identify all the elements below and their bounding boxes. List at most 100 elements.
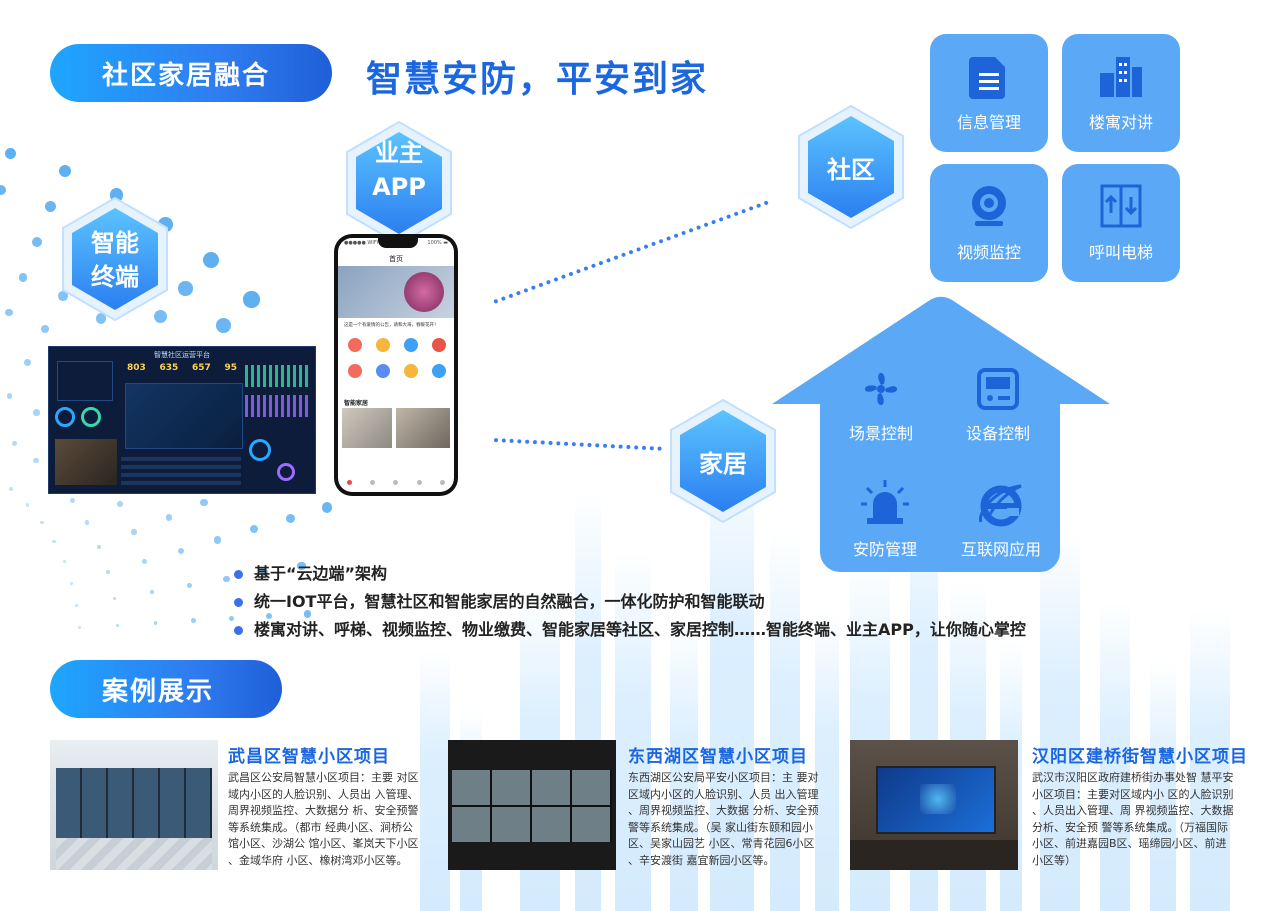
bullet-item: 统一IOT平台，智慧社区和智能家居的自然融合，一体化防护和智能联动 [232,588,1026,616]
halftone-dot [165,513,173,521]
bullet-item: 基于“云边端”架构 [232,560,1026,588]
case-title: 汉阳区建桥街智慧小区项目 [1032,747,1248,767]
halftone-dot [191,618,196,624]
phone-app-icon [348,364,362,378]
case-image [850,740,1018,870]
phone-home-image [342,408,392,448]
dashboard-stat: 635 [159,363,179,373]
halftone-dot [260,568,268,576]
home-item-scene-control[interactable]: 场景控制 [816,366,946,444]
phone-banner-caption: 这是一个有爱情的公告，请和大海，春暖花开！ [344,323,439,328]
case-desc-line: 、人员出入管理、周 界视频监控、大数据 [1032,804,1234,817]
halftone-dot [40,520,44,525]
tile-video-surveillance[interactable]: 视频监控 [930,164,1048,282]
halftone-dot [33,457,39,464]
phone-app-icon [432,364,446,378]
halftone-dot [153,621,158,626]
halftone-dot [58,164,71,178]
hex-label: 家居 [699,450,747,478]
tile-call-elevator[interactable]: 呼叫电梯 [1062,164,1180,282]
phone-app-icon [348,338,362,352]
halftone-dot [297,561,306,570]
halftone-dot [33,409,40,416]
case-desc-line: 小区项目：主要对区域内小 区的人脸识别 [1032,787,1234,801]
sim-card-icon [969,57,1005,99]
phone-header: 首页 [389,255,403,263]
phone-section-title: 智能家居 [344,400,369,407]
halftone-dot [75,603,79,607]
halftone-dot [84,520,90,526]
fan-icon [864,372,898,406]
halftone-dot [41,324,50,334]
webcam-icon [972,186,1006,226]
halftone-dot [0,184,6,195]
hex-label-line1: 智能 [91,229,139,257]
hex-community: 社区 [796,104,906,230]
case-desc-line: 东西湖区公安局平安小区项目：主 要对 [628,771,819,784]
home-item-security-management[interactable]: 安防管理 [820,478,950,560]
phone-app-icon [376,364,390,378]
halftone-dot [200,498,208,507]
halftone-dot [131,529,137,535]
phone-banner-image [338,266,454,318]
dashboard-stat: 803 [127,363,146,373]
halftone-dot [12,441,18,447]
home-item-device-control[interactable]: 设备控制 [933,366,1063,444]
halftone-dot [112,596,117,601]
halftone-dot [321,502,332,513]
dashboard-stat: 95 [224,363,237,373]
halftone-dot [142,559,148,565]
hex-owner-app: 业主 APP [344,120,454,246]
case-desc-line: 等系统集成。（都市 经典小区、涧桥公 [228,820,413,834]
home-item-label: 互联网应用 [960,540,1041,559]
halftone-dot [116,623,120,627]
tile-info-management[interactable]: 信息管理 [930,34,1048,152]
phone-status-right: 100% ▬ [427,240,448,246]
tile-building-intercom[interactable]: 楼寓对讲 [1062,34,1180,152]
case-desc-line: 域内小区的人脸识别、人员出 入管理、 [228,787,419,801]
case-desc-line: 、周界视频监控、大数据 分析、安全预 [628,804,819,817]
phone-status-left: ●●●●● WIFI [344,240,379,246]
halftone-dot [31,236,42,247]
case-desc-line: 区、吴家山园艺 小区、常青花园6小区 [628,837,815,850]
dashboard-screenshot: 智慧社区运营平台 803 635 657 95 [48,346,316,494]
halftone-dot [243,291,260,308]
section-title: 案例展示 [102,676,215,707]
home-item-label: 安防管理 [852,540,917,559]
home-item-internet-apps[interactable]: 互联网应用 [936,482,1066,560]
case-image [50,740,218,870]
hex-label-line2: 终端 [91,263,139,291]
section-title-pill: 社区家居融合 [50,44,332,102]
case-title: 东西湖区智慧小区项目 [628,747,808,767]
elevator-icon [1100,184,1142,228]
case-desc-line: 武汉市汉阳区政府建桥街办事处智 慧平安 [1032,771,1234,784]
bullet-item: 楼寓对讲、呼梯、视频监控、物业缴费、智能家居等社区、家居控制……智能终端、业主A… [232,616,1026,644]
halftone-dot [95,313,107,324]
case-desc-line: 区域内小区的人脸识别、人员 出入管理 [628,787,819,801]
section-title: 社区家居融合 [102,60,271,91]
case-desc-line: 武昌区公安局智慧小区项目：主要 对区 [228,771,419,784]
case-desc-line: 、辛安渡街 嘉宜新园小区等。 [628,853,775,867]
buildings-icon [1100,57,1142,97]
phone-app-icon [404,338,418,352]
case-desc-line: 周界视频监控、大数据分 析、安全预警 [228,804,419,817]
halftone-dot [23,359,31,367]
halftone-dot [249,525,259,534]
halftone-dot [70,497,76,503]
hex-smart-terminal: 智能 终端 [60,196,170,322]
case-description: 东西湖区公安局平安小区项目：主 要对 区域内小区的人脸识别、人员 出入管理 、周… [628,770,832,869]
tagline: 智慧安防，平安到家 [366,59,709,100]
tile-label: 信息管理 [956,113,1021,132]
dashboard-title: 智慧社区运营平台 [154,351,210,359]
tile-label: 视频监控 [956,243,1021,262]
halftone-dot [178,547,185,554]
halftone-dot [202,251,219,268]
case-desc-line: 分析、安全预 警等系统集成。（万福国际 [1032,820,1228,834]
halftone-dot [9,487,14,491]
halftone-dot [70,581,74,585]
hex-label-line1: 业主 [375,139,423,167]
halftone-dot [4,147,17,159]
halftone-dot [228,615,235,622]
phone-home-image [396,408,450,448]
case-desc-line: 、金域华府 小区、橡树湾邓小区等。 [228,853,408,867]
